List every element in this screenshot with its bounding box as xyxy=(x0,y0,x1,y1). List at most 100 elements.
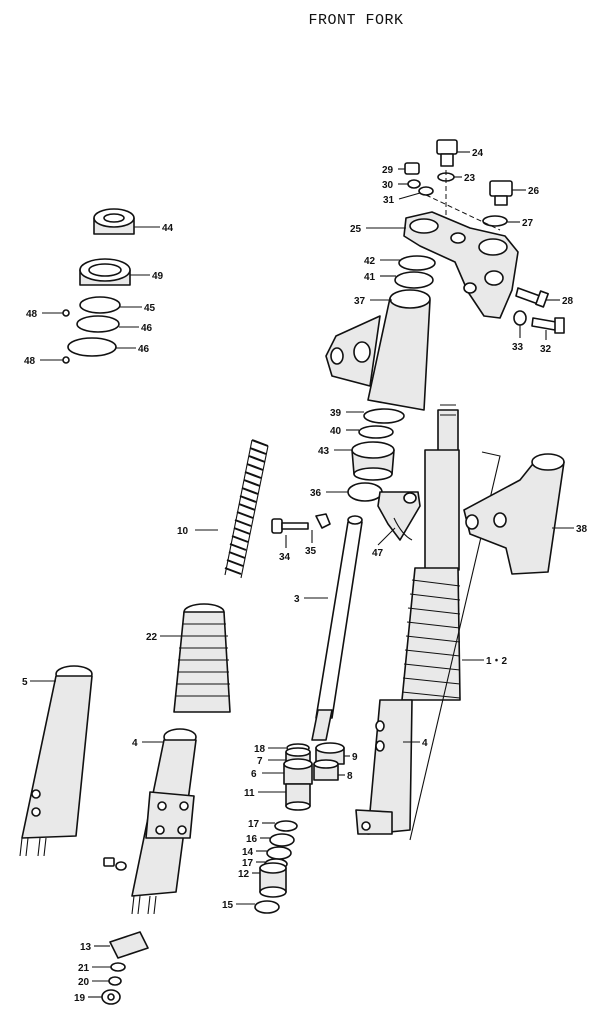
callout-19: 19 xyxy=(74,993,86,1004)
part-38-bracket xyxy=(463,453,565,575)
callout-26: 26 xyxy=(528,186,540,197)
callout-15: 15 xyxy=(222,900,234,911)
part-29-nut xyxy=(404,162,420,175)
part-20-washer xyxy=(108,976,122,986)
callout-39: 39 xyxy=(330,408,342,419)
callout-45: 45 xyxy=(144,303,156,314)
part-27-washer xyxy=(482,215,508,227)
callout-21: 21 xyxy=(78,963,90,974)
part-37-headlight-bracket xyxy=(325,289,431,411)
part-48-ball-lower xyxy=(62,356,70,364)
part-30-washer xyxy=(407,179,421,189)
callout-4-center: 4 xyxy=(132,738,138,749)
part-49-bearing-cover xyxy=(79,258,131,286)
part-34-bolt xyxy=(271,518,309,534)
callout-36: 36 xyxy=(310,488,322,499)
diagram-title: FRONT FORK xyxy=(308,12,404,29)
callout-48-upper: 48 xyxy=(26,309,38,320)
part-6-piston xyxy=(283,758,313,785)
part-1-2-fork-assembly xyxy=(355,404,461,835)
callout-17-lower: 17 xyxy=(242,858,254,869)
part-22-fork-boot xyxy=(173,603,231,713)
callout-11: 11 xyxy=(244,788,255,799)
callout-labels: 24 23 29 30 31 26 27 25 42 41 37 28 33 3… xyxy=(22,148,588,1004)
part-13-axle-holder xyxy=(109,931,149,959)
callout-32: 32 xyxy=(540,344,552,355)
callout-42: 42 xyxy=(364,256,376,267)
callout-12: 12 xyxy=(238,869,250,880)
part-15-circlip xyxy=(254,900,280,914)
callout-9: 9 xyxy=(352,752,358,763)
callout-7: 7 xyxy=(257,756,263,767)
callout-48-lower: 48 xyxy=(24,356,36,367)
part-45-race xyxy=(79,296,121,314)
part-17-ring-upper xyxy=(274,820,298,832)
callout-20: 20 xyxy=(78,977,90,988)
part-10-spring xyxy=(224,439,269,579)
callout-41: 41 xyxy=(364,272,376,283)
callout-27: 27 xyxy=(522,218,534,229)
part-39-ring xyxy=(363,408,405,424)
part-28-bolt xyxy=(515,287,549,308)
callout-33: 33 xyxy=(512,342,524,353)
callout-8: 8 xyxy=(347,771,353,782)
callout-49: 49 xyxy=(152,271,164,282)
part-40-ring xyxy=(358,425,394,439)
callout-43: 43 xyxy=(318,446,330,457)
part-43-bearing-cup xyxy=(351,441,395,481)
callout-6: 6 xyxy=(251,769,257,780)
part-41-ring xyxy=(394,271,434,289)
callout-16: 16 xyxy=(246,834,258,845)
part-46-race-lower xyxy=(67,337,117,357)
part-21-washer xyxy=(110,962,126,972)
part-35-clip xyxy=(315,513,331,529)
callout-3: 3 xyxy=(294,594,300,605)
part-4-outer-tube-center xyxy=(131,728,197,915)
callout-47: 47 xyxy=(372,548,384,559)
callout-31: 31 xyxy=(383,195,395,206)
callout-10: 10 xyxy=(177,526,189,537)
part-42-ring xyxy=(398,255,436,271)
part-46-race-upper xyxy=(76,315,120,333)
part-3-inner-tube xyxy=(311,515,363,741)
part-16-ring xyxy=(269,833,295,847)
part-5-outer-tube-left xyxy=(19,665,93,857)
callout-30: 30 xyxy=(382,180,394,191)
callout-24: 24 xyxy=(472,148,484,159)
callout-46-lower: 46 xyxy=(138,344,150,355)
callout-1-2: 1・2 xyxy=(486,656,508,667)
callout-22: 22 xyxy=(146,632,158,643)
part-19-nut xyxy=(101,989,121,1005)
callout-25: 25 xyxy=(350,224,362,235)
part-24-bolt xyxy=(436,139,458,167)
callout-35: 35 xyxy=(305,546,317,557)
callout-34: 34 xyxy=(279,552,291,563)
callout-29: 29 xyxy=(382,165,394,176)
part-11-cylinder xyxy=(285,783,311,811)
callout-38: 38 xyxy=(576,524,588,535)
callout-18: 18 xyxy=(254,744,266,755)
part-8-collar xyxy=(313,759,339,781)
part-31-washer xyxy=(418,186,434,196)
callout-28: 28 xyxy=(562,296,574,307)
part-32-bolt xyxy=(531,317,565,334)
callout-37: 37 xyxy=(354,296,366,307)
callout-23: 23 xyxy=(464,173,476,184)
small-bolt xyxy=(103,857,127,871)
part-36-steering-stem-clamp xyxy=(347,482,421,541)
callout-4-right: 4 xyxy=(422,738,428,749)
callout-44: 44 xyxy=(162,223,174,234)
callout-5: 5 xyxy=(22,677,28,688)
part-47-leader xyxy=(393,517,413,541)
callout-13: 13 xyxy=(80,942,92,953)
part-12-oil-seal xyxy=(259,862,287,898)
callout-14: 14 xyxy=(242,847,254,858)
part-33-nut xyxy=(513,310,527,326)
part-26-bolt xyxy=(489,180,513,206)
callout-40: 40 xyxy=(330,426,342,437)
part-44-nut xyxy=(93,208,135,235)
part-14-ring xyxy=(266,846,292,860)
part-48-ball-upper xyxy=(62,309,70,317)
part-25-top-bridge xyxy=(403,211,519,319)
